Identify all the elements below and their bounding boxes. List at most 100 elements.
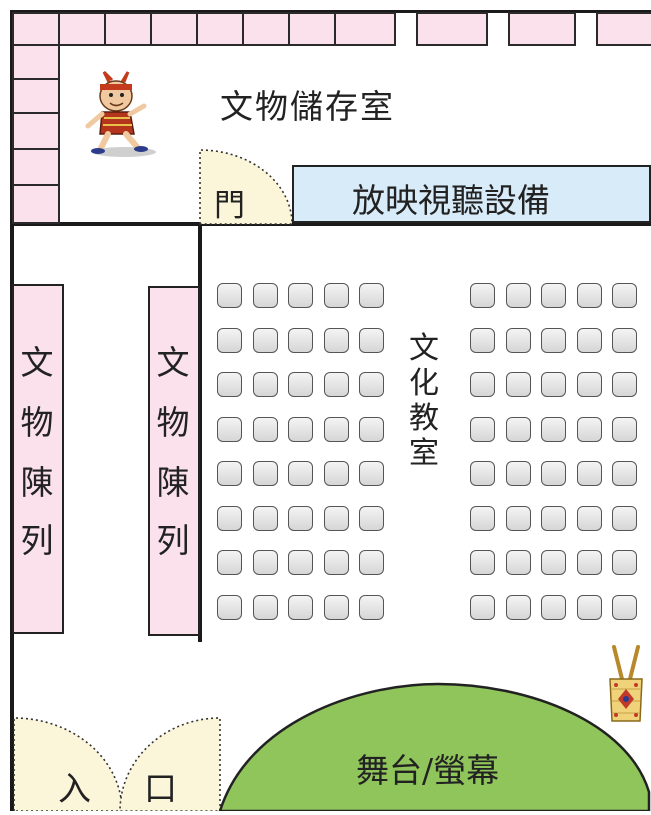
display-right-char-1: 文 [156, 343, 190, 382]
seat-right-r7-c4 [576, 550, 602, 575]
entrance-door-right [118, 714, 222, 812]
seat-right-r3-c5 [612, 372, 637, 397]
display-left-char-3: 陳 [20, 463, 54, 502]
display-right-char-3: 陳 [156, 463, 190, 502]
storage-room-label: 文物儲存室 [220, 87, 395, 126]
seat-left-r3-c3 [288, 372, 313, 397]
seat-left-r4-c2 [252, 416, 278, 442]
seat-left-r7-c5 [359, 550, 384, 575]
stage-screen [218, 682, 651, 813]
seat-left-r5-c4 [323, 461, 349, 486]
stage-screen-label: 舞台/螢幕 [356, 751, 500, 790]
seat-right-r1-c1 [470, 283, 495, 308]
seat-left-r6-c3 [288, 505, 313, 531]
seat-left-r7-c4 [323, 550, 349, 575]
seat-left-r6-c1 [217, 505, 242, 531]
outer-wall-top [10, 10, 651, 13]
display-right-char-4: 列 [156, 521, 190, 560]
display-case-right-label: 文 物 陳 列 [150, 346, 196, 582]
av-equipment-area [292, 165, 651, 223]
seat-left-r3-c5 [359, 372, 384, 397]
seat-right-r3-c1 [470, 372, 495, 397]
entrance-label-right: 口 [144, 769, 177, 808]
classroom-char-1: 文 [409, 331, 439, 366]
seat-left-r6-c5 [359, 505, 384, 531]
seat-left-r8-c1 [217, 594, 242, 620]
seat-right-r5-c2 [505, 461, 531, 486]
door-swing [198, 148, 294, 226]
seat-right-r4-c2 [505, 416, 531, 442]
seat-right-r7-c2 [505, 550, 531, 575]
seat-left-r2-c3 [288, 327, 313, 353]
classroom-char-4: 室 [409, 436, 439, 471]
seat-right-r4-c5 [612, 416, 637, 442]
seat-right-r2-c1 [470, 327, 495, 353]
storage-divider-wall [10, 222, 651, 226]
seat-right-r3-c2 [505, 372, 531, 397]
seat-left-r5-c3 [288, 461, 313, 486]
seat-right-r5-c3 [541, 461, 566, 486]
seat-left-r2-c2 [252, 327, 278, 353]
seat-left-r1-c2 [252, 283, 278, 308]
seat-right-r2-c4 [576, 327, 602, 353]
seat-left-r3-c1 [217, 372, 242, 397]
entrance-door-left [12, 714, 124, 812]
seat-left-r5-c2 [252, 461, 278, 486]
seat-right-r2-c2 [505, 327, 531, 353]
display-case-right [148, 286, 200, 636]
classroom-char-3: 教 [409, 401, 439, 436]
seat-left-r1-c3 [288, 283, 313, 308]
seat-left-r6-c4 [323, 505, 349, 531]
classroom-label: 文 化 教 室 [404, 334, 444, 474]
seat-right-r6-c1 [470, 505, 495, 531]
seat-left-r3-c2 [252, 372, 278, 397]
display-case-left-label: 文 物 陳 列 [14, 346, 60, 582]
mascot-figure-icon [72, 70, 164, 158]
display-left-char-2: 物 [20, 403, 54, 442]
classroom-left-wall [198, 222, 202, 642]
display-left-char-4: 列 [20, 521, 54, 560]
seat-right-r1-c4 [576, 283, 602, 308]
seat-left-r8-c4 [323, 594, 349, 620]
seat-left-r1-c5 [359, 283, 384, 308]
seat-right-r8-c1 [470, 594, 495, 620]
entrance-label-left: 入 [58, 769, 91, 808]
seat-left-r4-c1 [217, 416, 242, 442]
seat-right-r1-c3 [541, 283, 566, 308]
seat-right-r6-c2 [505, 505, 531, 531]
seat-right-r7-c3 [541, 550, 566, 575]
seat-left-r2-c1 [217, 327, 242, 353]
seat-right-r8-c4 [576, 594, 602, 620]
seat-left-r8-c2 [252, 594, 278, 620]
seat-right-r1-c5 [612, 283, 637, 308]
seat-right-r7-c5 [612, 550, 637, 575]
seat-right-r5-c1 [470, 461, 495, 486]
seat-right-r6-c4 [576, 505, 602, 531]
seat-left-r3-c4 [323, 372, 349, 397]
av-equipment-label: 放映視聽設備 [352, 181, 550, 220]
seat-left-r5-c1 [217, 461, 242, 486]
ceremonial-basket-icon [604, 645, 648, 725]
seat-left-r8-c3 [288, 594, 313, 620]
seat-right-r7-c1 [470, 550, 495, 575]
seat-left-r4-c3 [288, 416, 313, 442]
seat-left-r7-c3 [288, 550, 313, 575]
seat-right-r5-c4 [576, 461, 602, 486]
seat-right-r8-c2 [505, 594, 531, 620]
seat-left-r7-c1 [217, 550, 242, 575]
seat-left-r1-c1 [217, 283, 242, 308]
seat-left-r7-c2 [252, 550, 278, 575]
seat-right-r3-c4 [576, 372, 602, 397]
seat-right-r4-c3 [541, 416, 566, 442]
seat-left-r8-c5 [359, 594, 384, 620]
seat-left-r2-c4 [323, 327, 349, 353]
seat-left-r6-c2 [252, 505, 278, 531]
display-case-left [12, 284, 64, 634]
seat-right-r8-c5 [612, 594, 637, 620]
seat-right-r2-c5 [612, 327, 637, 353]
display-left-char-1: 文 [20, 343, 54, 382]
seat-right-r8-c3 [541, 594, 566, 620]
display-right-char-2: 物 [156, 403, 190, 442]
seat-left-r5-c5 [359, 461, 384, 486]
seat-right-r3-c3 [541, 372, 566, 397]
